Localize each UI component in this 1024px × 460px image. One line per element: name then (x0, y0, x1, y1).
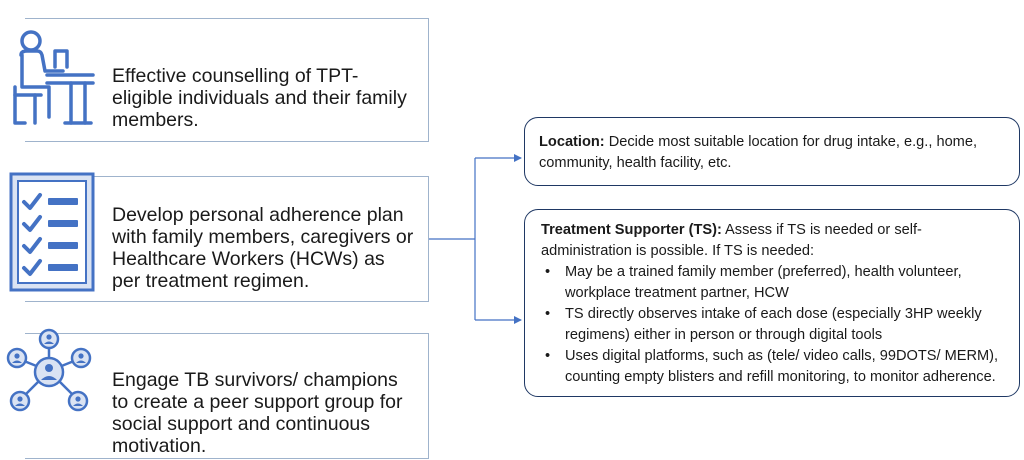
checklist-icon (9, 172, 95, 292)
treatment-supporter-intro: Treatment Supporter (TS): Assess if TS i… (541, 220, 1007, 262)
treatment-supporter-bullets: May be a trained family member (preferre… (541, 262, 1007, 388)
list-item: TS directly observes intake of each dose… (541, 304, 1007, 346)
treatment-supporter-callout: Treatment Supporter (TS): Assess if TS i… (524, 209, 1020, 397)
peer-support-box: Engage TB survivors/ champions to create… (6, 328, 429, 459)
location-label: Location: (539, 134, 605, 150)
counselling-text: Effective counselling of TPT-eligible in… (112, 65, 407, 131)
list-item: Uses digital platforms, such as (tele/ v… (541, 346, 1007, 388)
person-studying-at-desk-icon (13, 30, 95, 125)
adherence-plan-box: Develop personal adherence plan with fam… (9, 172, 429, 302)
location-callout: Location: Decide most suitable location … (524, 117, 1020, 186)
location-text: Decide most suitable location for drug i… (539, 134, 978, 171)
counselling-box: Effective counselling of TPT-eligible in… (13, 18, 429, 142)
people-network-icon (6, 328, 92, 412)
treatment-supporter-text: Assess if TS is needed or self-administr… (541, 222, 922, 259)
list-item: May be a trained family member (preferre… (541, 262, 1007, 304)
peer-support-text: Engage TB survivors/ champions to create… (112, 369, 403, 457)
treatment-supporter-label: Treatment Supporter (TS): (541, 222, 722, 238)
adherence-plan-text: Develop personal adherence plan with fam… (112, 204, 414, 292)
